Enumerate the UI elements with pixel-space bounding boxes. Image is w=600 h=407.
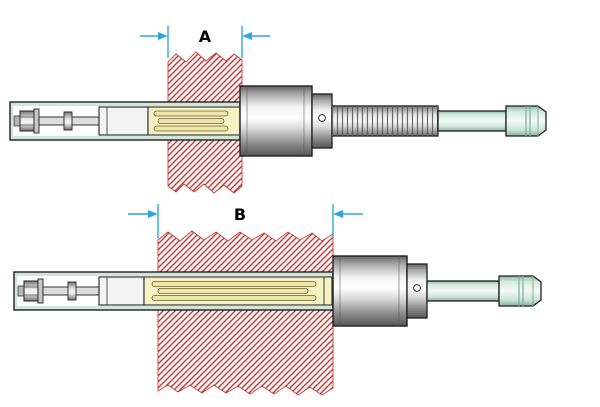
- tool-body-b: [332, 255, 408, 327]
- sleeve-slot: [151, 281, 317, 287]
- arrowhead-left-a: [158, 32, 168, 40]
- dimension-a: A: [140, 26, 270, 58]
- rod-tip-a: [13, 115, 21, 127]
- arrowhead-right-b: [333, 210, 343, 218]
- rod-collar-a: [63, 111, 73, 131]
- drive-shaft-a: [437, 110, 507, 132]
- detent-hole-b: [413, 284, 421, 292]
- washer-b: [37, 278, 44, 304]
- hex-nut-a: [19, 110, 35, 132]
- dimension-label-a: A: [199, 27, 212, 46]
- dimension-b: B: [128, 204, 363, 238]
- sleeve-slot: [153, 110, 229, 117]
- thread-lines-a: [332, 106, 438, 136]
- detent-hole-a: [318, 114, 326, 122]
- hex-nut-b: [23, 280, 39, 302]
- piston-a: [98, 106, 149, 136]
- tool-assembly-a: [9, 85, 547, 157]
- sleeve-slot: [157, 118, 225, 124]
- sleeve-slot: [151, 295, 317, 301]
- washer-a: [33, 108, 40, 134]
- view-b: B: [13, 204, 542, 396]
- wall-cross-section-b: [157, 230, 334, 396]
- drive-shaft-b: [426, 280, 500, 302]
- tool-body-a: [239, 85, 313, 157]
- rod-collar-b: [67, 281, 77, 301]
- sleeve-slot: [157, 288, 309, 294]
- rod-tip-b: [17, 285, 25, 297]
- arrowhead-left-b: [148, 210, 158, 218]
- piston-b: [98, 276, 145, 306]
- hex-shank-b: [498, 275, 542, 307]
- sleeve-slot: [153, 125, 229, 132]
- view-a: A: [9, 26, 547, 194]
- arrowhead-right-a: [242, 32, 252, 40]
- dimension-label-b: B: [234, 205, 246, 224]
- tool-assembly-b: [13, 255, 542, 327]
